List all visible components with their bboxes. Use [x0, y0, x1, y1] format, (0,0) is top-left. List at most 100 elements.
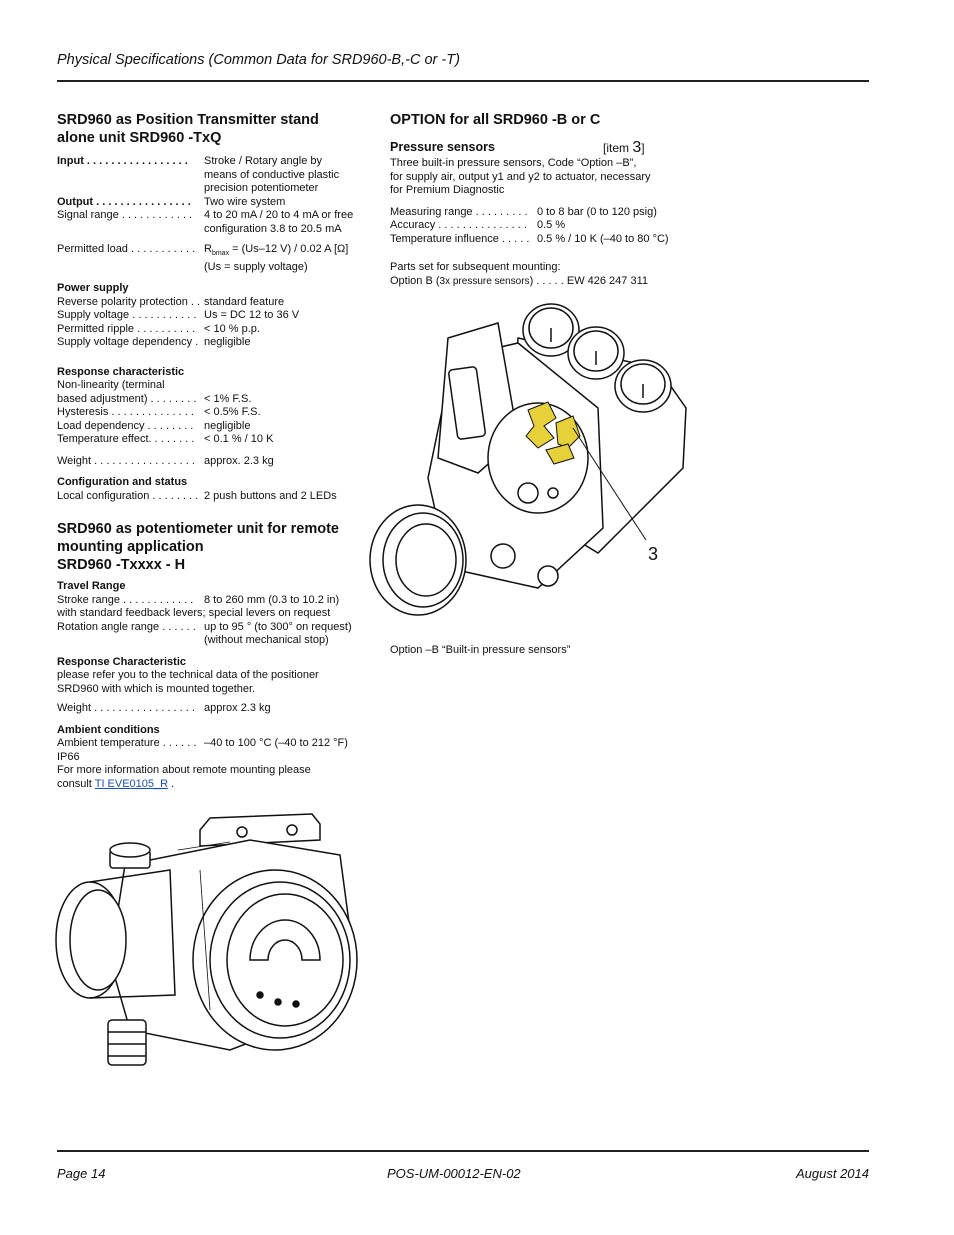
spec-value: approx 2.3 kg [204, 702, 271, 715]
spec-key: based adjustment) . . . . . . . . [57, 392, 197, 405]
option-b-part-number: ) . . . . . EW 426 247 311 [529, 274, 648, 287]
spec-value: 2 push buttons and 2 LEDs [204, 489, 337, 502]
spec-value: standard feature [204, 295, 285, 308]
front-cover-inner [395, 523, 457, 597]
header-rule [57, 80, 869, 82]
consult-line: consult TI EVE0105_R . [57, 778, 357, 792]
spec-key: Signal range . . . . . . . . . . . . [57, 209, 193, 221]
load-formula: = (Us–12 V) / 0.02 A [Ω] (Us = supply vo… [204, 243, 349, 273]
item-number: 3 [632, 139, 642, 156]
spec-key: Weight . . . . . . . . . . . . . . . . . [57, 702, 195, 715]
document-link[interactable]: TI EVE0105_R [94, 777, 169, 790]
spec-key: Load dependency . . . . . . . . [57, 419, 194, 432]
spec-key: Stroke range . . . . . . . . . . . . [57, 593, 194, 606]
page-number: Page 14 [57, 1166, 106, 1181]
spec-key: Weight . . . . . . . . . . . . . . . . . [57, 454, 195, 467]
spec-key: Input . . . . . . . . . . . . . . . . . [57, 155, 188, 167]
spec-key: Supply voltage dependency . [57, 336, 199, 349]
subheading-response: Response characteristic [57, 365, 185, 378]
subheading-power: Power supply [57, 282, 129, 295]
top-boss-cap [109, 842, 151, 858]
section-subtitle-remote: SRD960 -Txxxx - H [57, 557, 186, 574]
left-column: SRD960 as Position Transmitter stand alo… [57, 111, 357, 791]
item-reference: [item 3] [603, 139, 645, 156]
option-b-pre: Option B ( [390, 274, 440, 287]
section-title-remote: SRD960 as potentiometer unit for remote … [57, 521, 339, 556]
spec-key: Temperature influence . . . . . [390, 232, 530, 245]
push-button [292, 1000, 300, 1008]
running-header: Physical Specifications (Common Data for… [57, 52, 460, 68]
spec-key: Temperature effect. . . . . . . . [57, 433, 195, 446]
spec-key: Reverse polarity protection . . [57, 295, 201, 308]
spec-key: Permitted load . . . . . . . . . . . [57, 243, 196, 255]
spec-key: Output . . . . . . . . . . . . . . . . [57, 195, 191, 208]
spec-key: Ambient temperature . . . . . . [57, 737, 197, 750]
subheading-config: Configuration and status [57, 476, 188, 489]
spec-value: Rbmax = (Us–12 V) / 0.02 A [Ω] (Us = sup… [204, 243, 357, 274]
left-cap-body [89, 869, 176, 999]
section-title-transmitter: SRD960 as Position Transmitter stand alo… [57, 112, 319, 146]
consult-text: consult [57, 777, 95, 790]
load-subscript: bmax [211, 250, 230, 258]
period: . [168, 777, 175, 790]
spec-value: 0 to 8 bar (0 to 120 psig) [537, 205, 657, 218]
spec-value: up to 95 ° (to 300° on request) (without… [204, 620, 352, 647]
callout-line [572, 427, 647, 541]
lid-window [448, 366, 486, 440]
spec-value: negligible [204, 336, 251, 349]
left-cap-ring [69, 889, 127, 991]
push-button [274, 998, 282, 1006]
spec-value: 0.5 % [537, 219, 566, 231]
spec-key: Accuracy . . . . . . . . . . . . . . . [390, 219, 527, 231]
document-date: August 2014 [795, 1166, 869, 1181]
push-button [256, 991, 264, 999]
positioner-illustration: 3 [369, 303, 687, 616]
pressure-description: Three built-in pressure sensors, Code “O… [390, 157, 651, 196]
spec-value: < 10 % p.p. [204, 322, 260, 335]
spec-line: IP66 [57, 750, 80, 763]
footer-rule [57, 1150, 869, 1152]
spec-value: < 0.1 % / 10 K [204, 433, 274, 446]
right-column: OPTION for all SRD960 -B or C Pressure s… [390, 111, 690, 288]
screw [547, 487, 559, 499]
item-label: [item [603, 141, 633, 155]
front-cover-inner [226, 893, 344, 1027]
spec-value: Us = DC 12 to 36 V [204, 309, 300, 322]
option-b-line: Option B (3x pressure sensors) . . . . .… [390, 275, 690, 289]
sensor-part [545, 443, 575, 465]
subheading-response2: Response Characteristic [57, 655, 186, 668]
spec-key: Hysteresis . . . . . . . . . . . . . . [57, 406, 194, 419]
spec-value: –40 to 100 °C (–40 to 212 °F) [204, 737, 348, 750]
load-symbol: R [204, 243, 212, 255]
sensor-part [525, 401, 557, 449]
pressure-gauge [567, 326, 625, 380]
spec-value: 4 to 20 mA / 20 to 4 mA or free configur… [204, 209, 354, 235]
highlighted-sensors [525, 401, 581, 465]
spec-line: with standard feedback levers; special l… [57, 607, 331, 620]
item-bracket: ] [641, 141, 645, 155]
spec-value: Two wire system [204, 195, 286, 208]
spec-key: Permitted ripple . . . . . . . . . . [57, 322, 196, 335]
subheading-travel: Travel Range [57, 580, 126, 593]
sensor-part [555, 415, 581, 449]
spec-value: < 0.5% F.S. [204, 406, 261, 419]
pressure-gauge [522, 303, 580, 357]
spec-key: Supply voltage . . . . . . . . . . . [57, 309, 197, 322]
spec-paragraph: please refer you to the technical data o… [57, 669, 319, 695]
mounting-bracket [199, 813, 321, 847]
spec-line: For more information about remote mounti… [57, 764, 311, 777]
document-number: POS-UM-00012-EN-02 [387, 1166, 521, 1181]
terminal [517, 482, 539, 504]
bracket-hole [236, 826, 248, 838]
spec-value: approx. 2.3 kg [204, 454, 274, 467]
cable-gland [490, 543, 516, 569]
section-title-option: OPTION for all SRD960 -B or C [390, 112, 601, 128]
pressure-gauge [614, 359, 672, 413]
remote-unit-illustration [55, 813, 358, 1066]
figure-caption: Option –B “Built-in pressure sensors” [390, 644, 571, 656]
spec-value: 8 to 260 mm (0.3 to 10.2 in) [204, 593, 340, 606]
spec-value: Stroke / Rotary angle by means of conduc… [204, 155, 340, 194]
pressure-sensors-heading: Pressure sensors [item 3] [390, 139, 690, 157]
subheading-pressure: Pressure sensors [390, 140, 495, 154]
bracket-hole [286, 824, 298, 836]
